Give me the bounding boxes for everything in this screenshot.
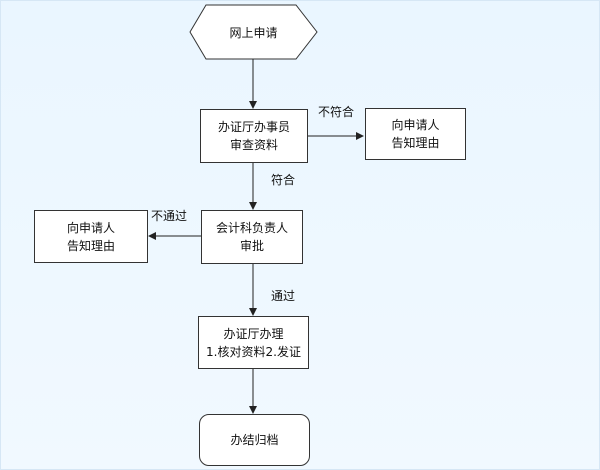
edge-label-not-conform: 不符合 — [318, 105, 355, 119]
review-node-line2: 审查资料 — [229, 138, 278, 152]
process-node: 办证厅办理 1.核对资料2.发证 — [198, 316, 309, 369]
reject-left-node-line2: 告知理由 — [66, 238, 115, 253]
process-node-line2: 1.核对资料2.发证 — [206, 344, 301, 359]
edge-label-pass: 通过 — [271, 289, 296, 303]
reject-left-node-line1: 向申请人 — [66, 220, 115, 235]
end-node-label: 办结归档 — [230, 433, 279, 447]
process-node-line1: 办证厅办理 — [223, 326, 284, 341]
end-node: 办结归档 — [199, 414, 310, 466]
review-node: 办证厅办事员 审查资料 — [200, 109, 308, 163]
start-node: 网上申请 — [190, 5, 317, 59]
approve-node-line1: 会计科负责人 — [215, 221, 288, 235]
edge-label-not-pass: 不通过 — [151, 209, 188, 223]
review-node-line1: 办证厅办事员 — [217, 120, 290, 134]
reject-right-node-line2: 告知理由 — [391, 136, 440, 150]
reject-left-node: 向申请人 告知理由 — [34, 210, 148, 263]
reject-right-node-line1: 向申请人 — [391, 118, 440, 132]
reject-right-node: 向申请人 告知理由 — [365, 108, 466, 160]
edge-label-conform: 符合 — [271, 173, 296, 187]
start-node-label: 网上申请 — [229, 25, 278, 40]
approve-node-line2: 审批 — [239, 239, 264, 253]
start-hexagon — [189, 4, 318, 60]
approve-node: 会计科负责人 审批 — [201, 210, 303, 264]
